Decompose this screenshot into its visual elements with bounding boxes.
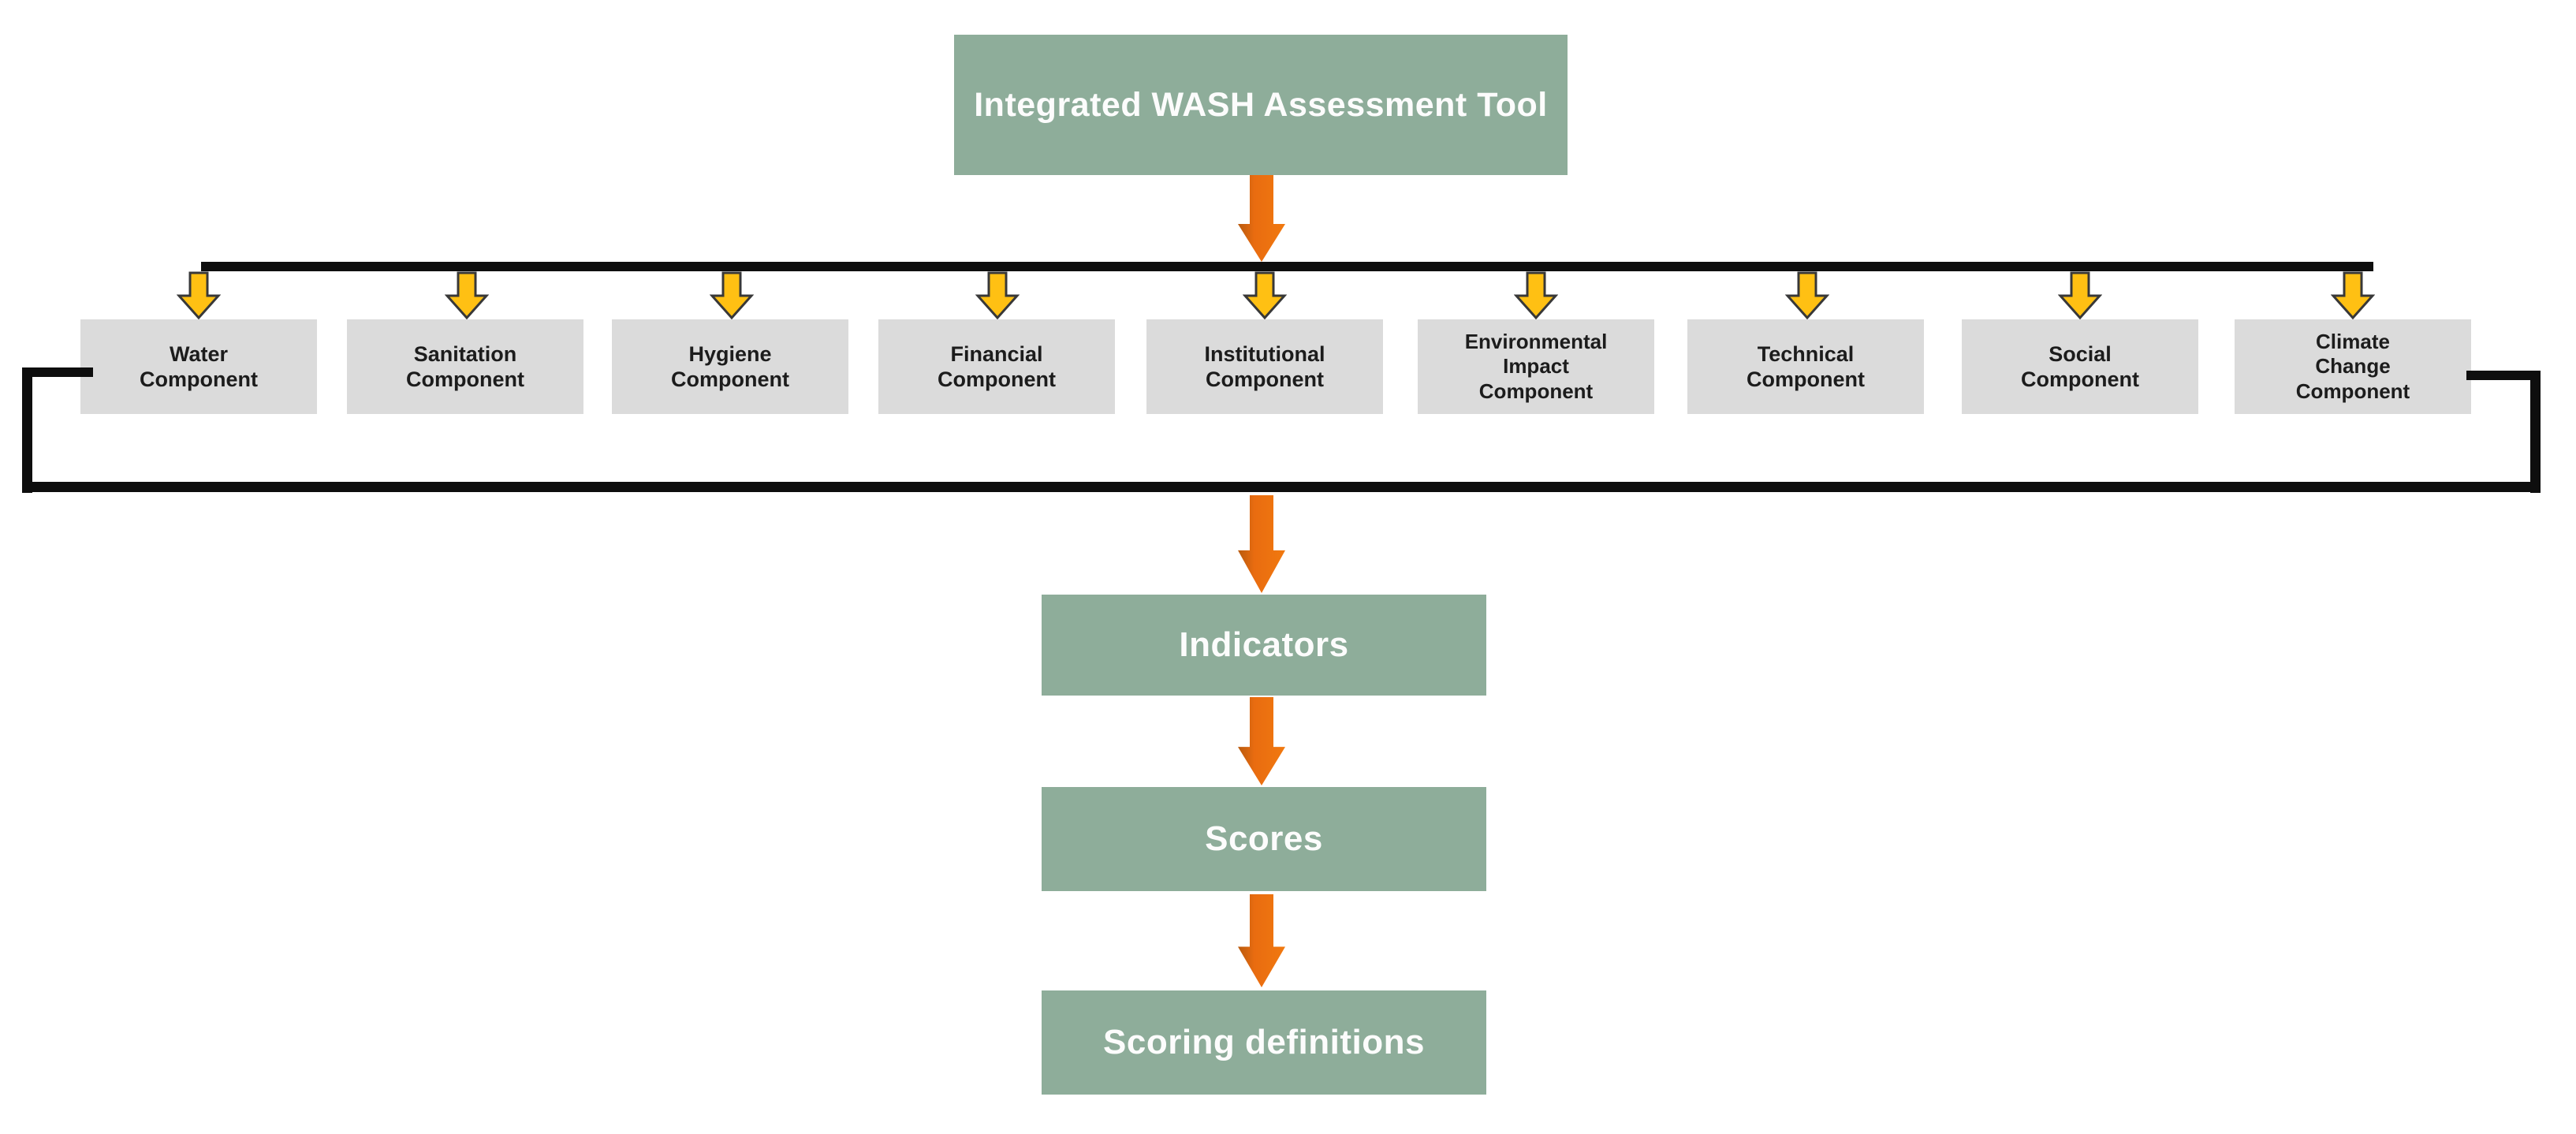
branch-connector-top bbox=[201, 262, 2373, 271]
component-label: Climate Change Component bbox=[2295, 330, 2410, 403]
branch-down-arrow-icon bbox=[445, 271, 488, 319]
branch-connector-bottom bbox=[22, 482, 2541, 492]
bracket-right-vertical bbox=[2530, 371, 2541, 493]
scores-box: Scores bbox=[1042, 787, 1486, 891]
flow-down-arrow-icon bbox=[1238, 894, 1285, 987]
header-title: Integrated WASH Assessment Tool bbox=[974, 85, 1548, 124]
component-box-social: Social Component bbox=[1962, 319, 2198, 414]
component-box-technical: Technical Component bbox=[1687, 319, 1924, 414]
bracket-right-horizontal bbox=[2466, 371, 2541, 380]
component-box-climate-change: Climate Change Component bbox=[2235, 319, 2471, 414]
header-box: Integrated WASH Assessment Tool bbox=[954, 35, 1568, 175]
component-box-water: Water Component bbox=[80, 319, 317, 414]
component-box-sanitation: Sanitation Component bbox=[347, 319, 583, 414]
component-box-financial: Financial Component bbox=[878, 319, 1115, 414]
scoring-definitions-box: Scoring definitions bbox=[1042, 990, 1486, 1095]
component-label: Social Component bbox=[2021, 341, 2139, 391]
component-label: Environmental Impact Component bbox=[1464, 330, 1608, 403]
bracket-left-horizontal bbox=[22, 367, 93, 377]
branch-down-arrow-icon bbox=[976, 271, 1019, 319]
flow-down-arrow-icon bbox=[1238, 495, 1285, 593]
flow-down-arrow-icon bbox=[1238, 697, 1285, 785]
component-label: Institutional Component bbox=[1204, 341, 1325, 391]
bracket-left-vertical bbox=[22, 367, 32, 493]
component-box-environmental-impact: Environmental Impact Component bbox=[1418, 319, 1654, 414]
component-label: Technical Component bbox=[1747, 341, 1865, 391]
component-label: Sanitation Component bbox=[406, 341, 524, 391]
component-box-institutional: Institutional Component bbox=[1146, 319, 1383, 414]
branch-down-arrow-icon bbox=[177, 271, 220, 319]
branch-down-arrow-icon bbox=[2332, 271, 2374, 319]
component-box-hygiene: Hygiene Component bbox=[612, 319, 848, 414]
branch-down-arrow-icon bbox=[710, 271, 753, 319]
scoring-definitions-label: Scoring definitions bbox=[1103, 1023, 1425, 1061]
flow-down-arrow-icon bbox=[1238, 175, 1285, 262]
scores-label: Scores bbox=[1205, 819, 1323, 858]
branch-down-arrow-icon bbox=[2059, 271, 2101, 319]
component-label: Water Component bbox=[140, 341, 258, 391]
component-label: Financial Component bbox=[938, 341, 1056, 391]
branch-down-arrow-icon bbox=[1243, 271, 1286, 319]
branch-down-arrow-icon bbox=[1786, 271, 1829, 319]
branch-down-arrow-icon bbox=[1515, 271, 1557, 319]
indicators-label: Indicators bbox=[1179, 625, 1349, 664]
indicators-box: Indicators bbox=[1042, 595, 1486, 696]
component-label: Hygiene Component bbox=[671, 341, 789, 391]
